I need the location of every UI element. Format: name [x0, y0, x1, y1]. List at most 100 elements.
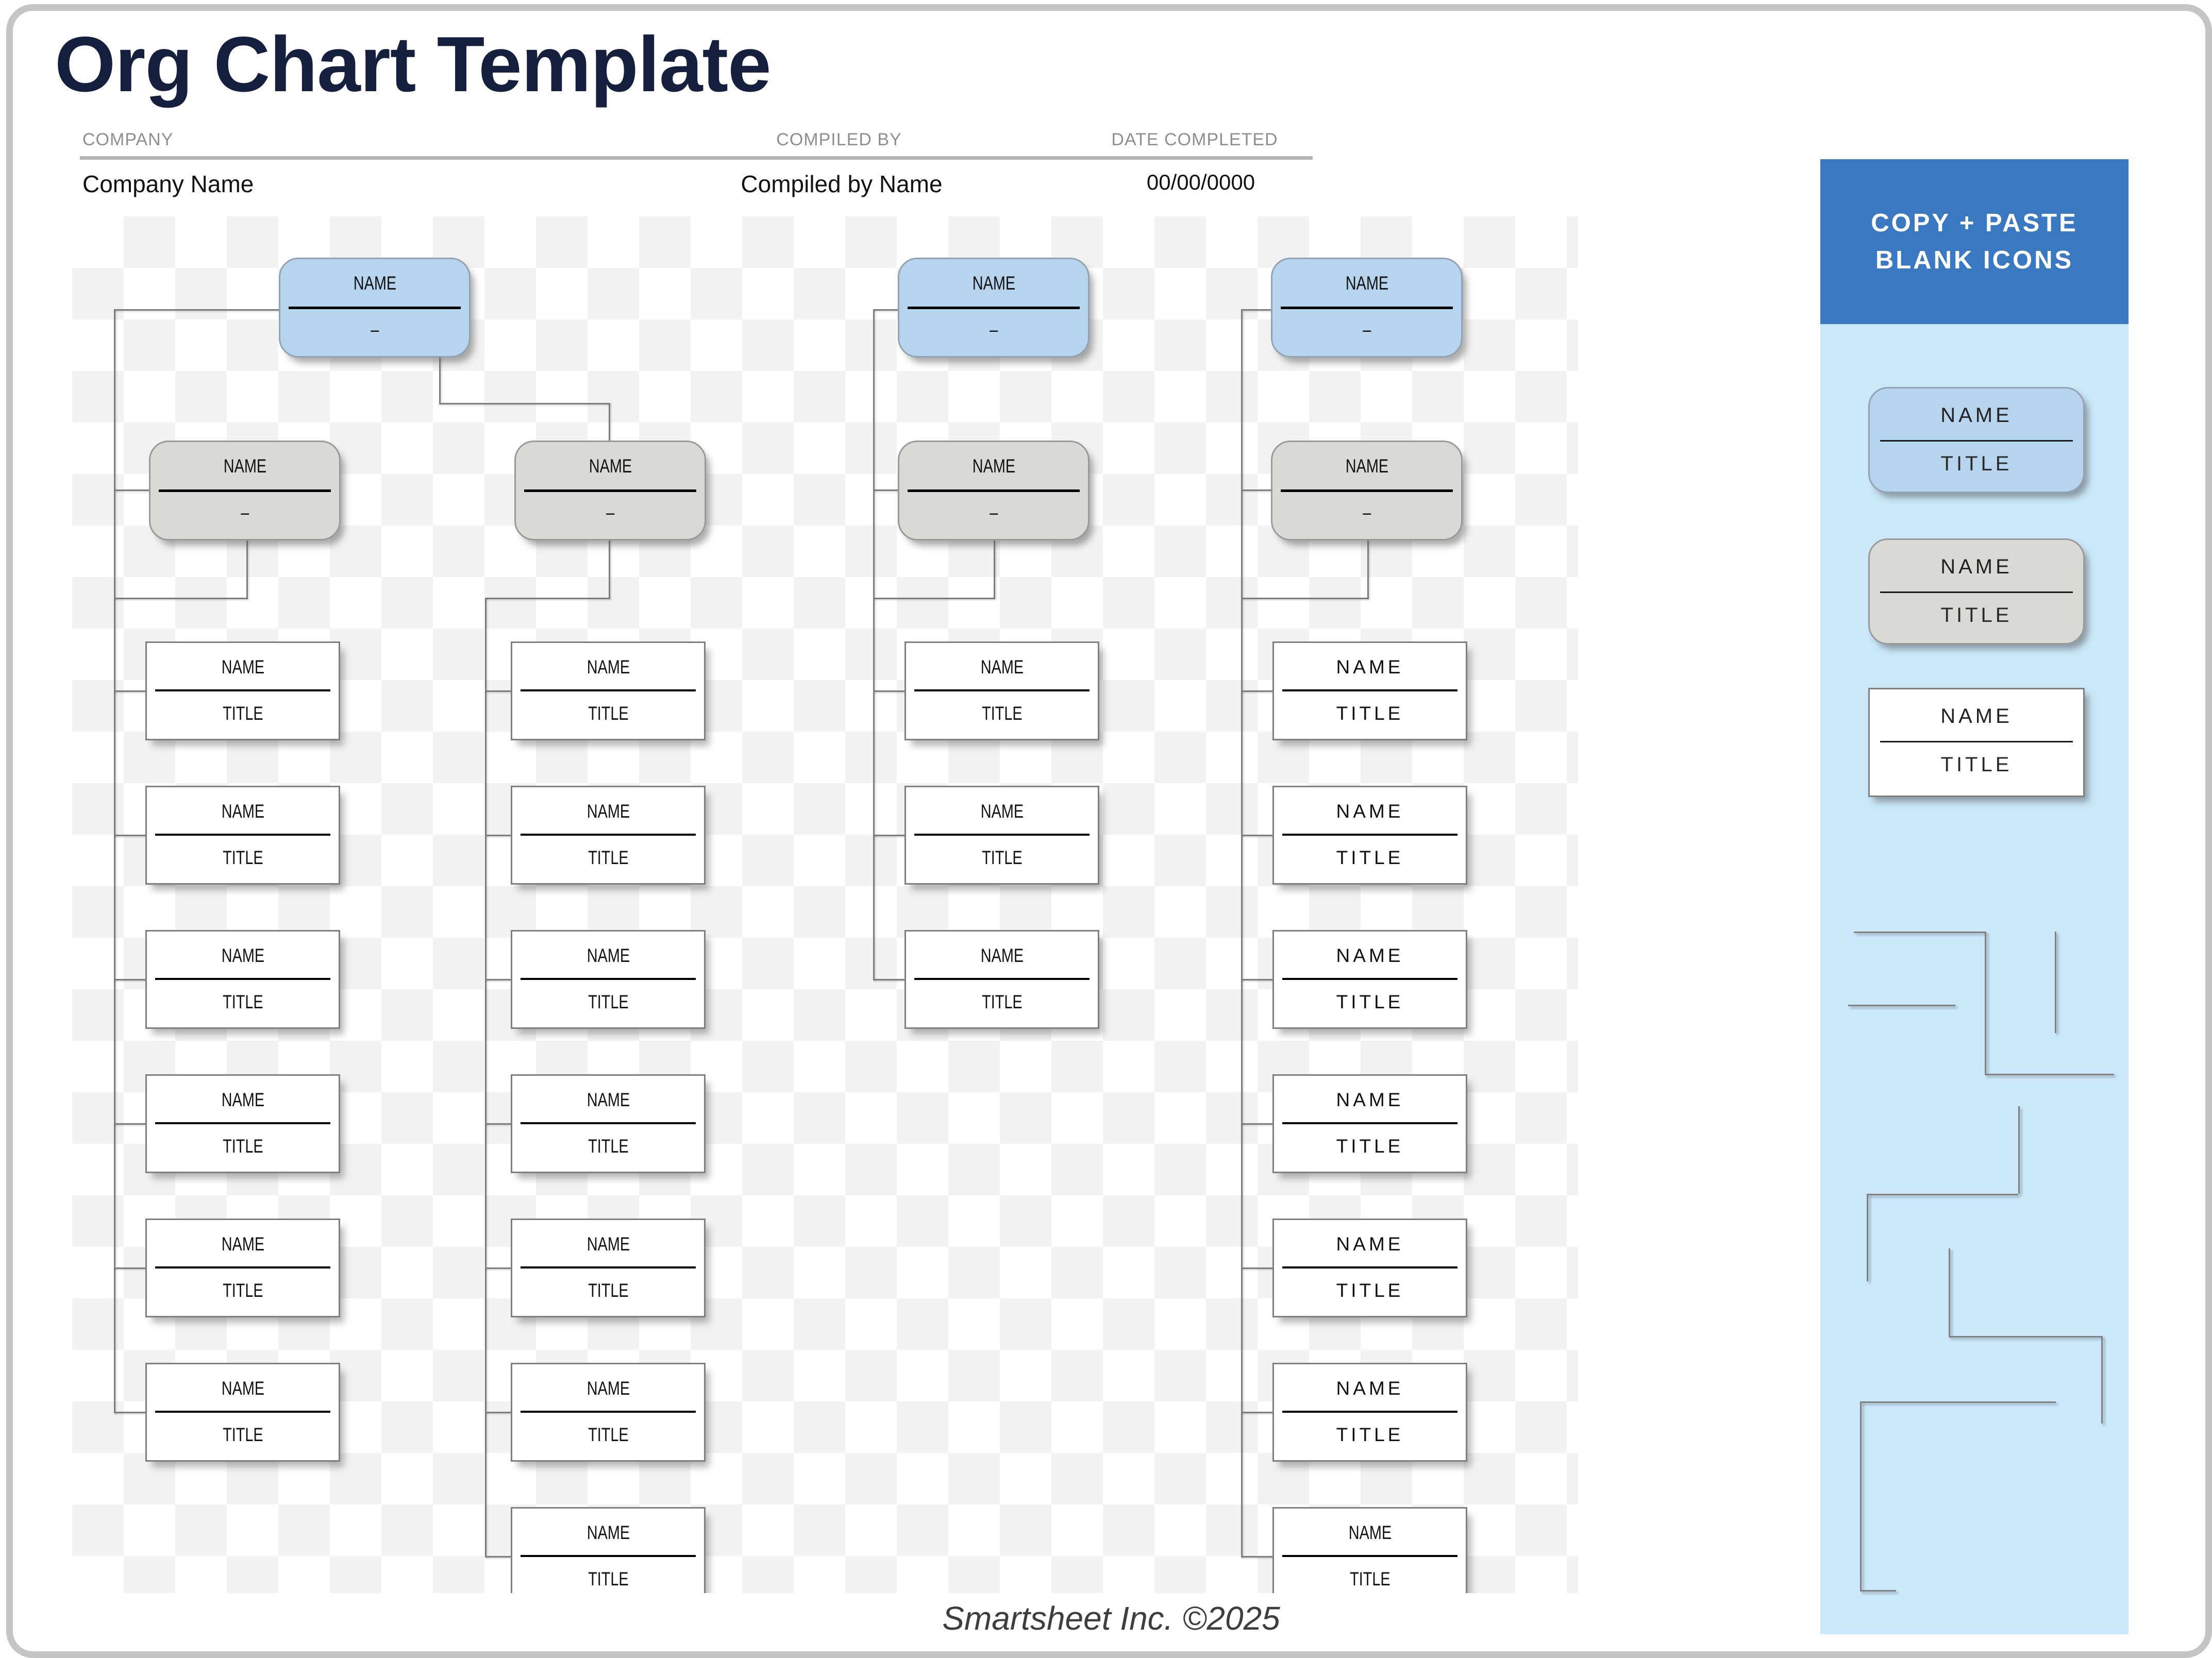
sidebar-header-line1: COPY + PASTE [1871, 209, 2078, 237]
blank-connector-line[interactable] [2101, 1336, 2103, 1424]
org-box-name: NAME [1336, 801, 1404, 822]
connector-line [609, 539, 610, 599]
org-box-employee[interactable]: NAME TITLE [1272, 1219, 1467, 1317]
org-box-sub: TITLE [1349, 1568, 1390, 1589]
date-completed-label: DATE COMPLETED [1111, 130, 1278, 149]
org-box-sub: TITLE [588, 1424, 629, 1445]
sidebar-header: COPY + PASTE BLANK ICONS [1820, 159, 2129, 324]
org-box-sub: TITLE [1336, 991, 1404, 1012]
connector-line [114, 1267, 145, 1269]
page-title: Org Chart Template [55, 21, 772, 108]
org-box-sub: TITLE [588, 847, 629, 868]
company-value-field[interactable]: Company Name [82, 171, 254, 197]
org-box-executive[interactable]: NAME – [898, 258, 1090, 358]
connector-line [1241, 1123, 1272, 1125]
org-box-divider [1282, 1411, 1457, 1413]
org-box-sub: TITLE [1940, 753, 2013, 776]
connector-line [114, 309, 115, 1413]
blank-connector-line[interactable] [1867, 1194, 1868, 1281]
date-completed-value-field[interactable]: 00/00/0000 [1146, 170, 1255, 194]
org-box-name: NAME [586, 1378, 630, 1399]
org-box-divider [155, 978, 330, 980]
blank-connector-line[interactable] [1860, 1401, 2056, 1403]
org-box-executive[interactable]: NAME– [1271, 258, 1463, 358]
org-box-name: NAME [1336, 1089, 1404, 1110]
org-box-sub: TITLE [1336, 847, 1404, 868]
org-box-divider [1282, 834, 1457, 836]
org-box-executive[interactable]: NAME– [279, 258, 471, 358]
compiled-by-value-field[interactable]: Compiled by Name [741, 171, 943, 197]
connector-line [114, 835, 145, 836]
org-box-manager[interactable]: NAME– [1271, 441, 1463, 540]
connector-line [114, 1412, 145, 1413]
org-box-employee[interactable]: NAME TITLE [1272, 930, 1467, 1029]
org-box-name: NAME [1336, 945, 1404, 966]
blank-connector-line[interactable] [1854, 932, 1985, 933]
org-box-divider [914, 689, 1090, 691]
org-box-divider [914, 978, 1090, 980]
blank-connector-line[interactable] [1867, 1194, 2018, 1195]
blank-connector-line[interactable] [1949, 1336, 2101, 1338]
blank-connector-line[interactable] [1848, 1005, 1955, 1006]
org-box-sub: TITLE [1336, 1280, 1404, 1301]
org-box-sub: TITLE [1336, 1424, 1404, 1445]
blank-connector-line[interactable] [2055, 932, 2056, 1033]
connector-line [1241, 1556, 1272, 1558]
connector-line [1241, 1412, 1272, 1413]
org-box-employee[interactable]: NAME TITLE [1272, 786, 1467, 885]
sidebar-panel [1820, 324, 2129, 1634]
org-box-sub: – [989, 502, 998, 523]
org-box-sub: – [989, 319, 998, 340]
org-box-manager[interactable]: NAME– [898, 441, 1090, 540]
blank-connector-line[interactable] [1985, 932, 1986, 1074]
org-box-name: NAME [972, 273, 1015, 294]
connector-line [114, 489, 149, 491]
connector-line [873, 690, 904, 692]
org-box-divider [521, 834, 696, 836]
blank-connector-line[interactable] [1860, 1590, 1896, 1592]
org-box-name: NAME [1336, 1233, 1404, 1255]
org-box-divider [155, 1411, 330, 1413]
connector-line [1367, 540, 1369, 599]
connector-line [873, 598, 994, 599]
org-box-divider [521, 689, 696, 691]
org-box-divider [159, 489, 331, 492]
connector-line [485, 598, 609, 599]
blank-connector-line[interactable] [1985, 1074, 2114, 1075]
org-box-name: NAME [586, 1089, 630, 1110]
blank-connector-line[interactable] [1949, 1248, 1950, 1336]
org-box-divider [1880, 591, 2073, 593]
org-box-employee[interactable]: NAME TITLE [511, 1363, 706, 1462]
org-box-name: NAME [1345, 455, 1388, 477]
blank-connector-line[interactable] [2018, 1106, 2020, 1194]
org-box-manager[interactable]: NAME– [514, 441, 706, 540]
connector-line [1241, 309, 1271, 311]
connector-line [873, 309, 875, 980]
connector-line [1241, 690, 1272, 692]
blank-connector-line[interactable] [1860, 1401, 1862, 1590]
org-box-name: NAME [221, 945, 264, 966]
org-box-manager[interactable]: NAME– [149, 441, 341, 540]
